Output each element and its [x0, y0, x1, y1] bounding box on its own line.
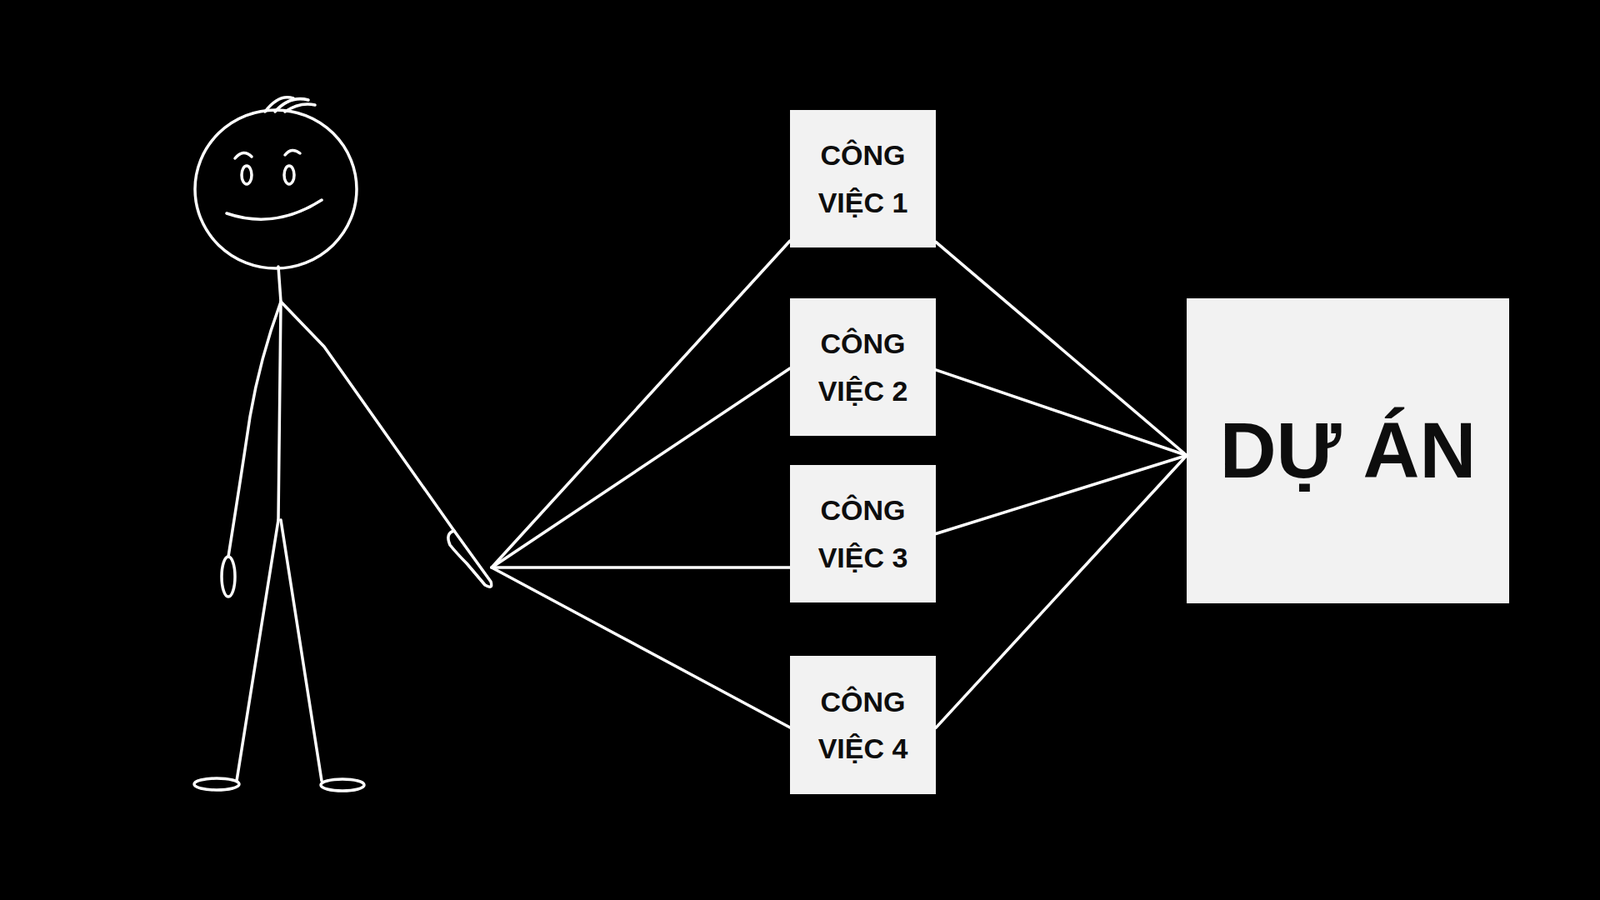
- connector-line: [935, 241, 1187, 455]
- task-box: CÔNG VIỆC 3: [790, 465, 936, 603]
- project-box: DỰ ÁN: [1186, 298, 1510, 604]
- pointer-line: [491, 240, 790, 568]
- figure-neck: [278, 266, 281, 302]
- task-box: CÔNG VIỆC 1: [790, 110, 936, 248]
- pointer-line: [491, 368, 790, 568]
- figure-eye: [241, 165, 252, 185]
- figure-head: [195, 110, 357, 269]
- box-label: CÔNG VIỆC 1: [790, 131, 936, 225]
- figure-torso: [278, 301, 281, 520]
- figure-left-hand: [221, 556, 235, 597]
- figure-pointing-hand: [448, 530, 492, 587]
- figure-eye: [284, 165, 295, 185]
- pointer-line: [491, 565, 790, 570]
- figure-left-leg: [236, 520, 279, 781]
- figure-hair: [265, 97, 315, 112]
- figure-left-arm: [228, 301, 281, 557]
- figure-right-arm: [280, 301, 455, 531]
- box-label: DỰ ÁN: [1220, 407, 1477, 494]
- task-box: CÔNG VIỆC 2: [790, 298, 936, 436]
- connector-line: [935, 370, 1187, 456]
- figure-eyebrows: [235, 150, 300, 159]
- figure-left-foot: [194, 778, 240, 790]
- figure-right-leg: [280, 520, 322, 781]
- pointer-line: [491, 567, 790, 728]
- box-label: CÔNG VIỆC 3: [790, 486, 936, 580]
- figure-smile: [226, 200, 322, 220]
- task-box: CÔNG VIỆC 4: [790, 655, 936, 795]
- box-label: CÔNG VIỆC 2: [790, 320, 936, 414]
- connector-line: [935, 455, 1187, 534]
- box-label: CÔNG VIỆC 4: [790, 678, 936, 772]
- connector-line: [935, 455, 1187, 728]
- figure-right-foot: [320, 779, 365, 791]
